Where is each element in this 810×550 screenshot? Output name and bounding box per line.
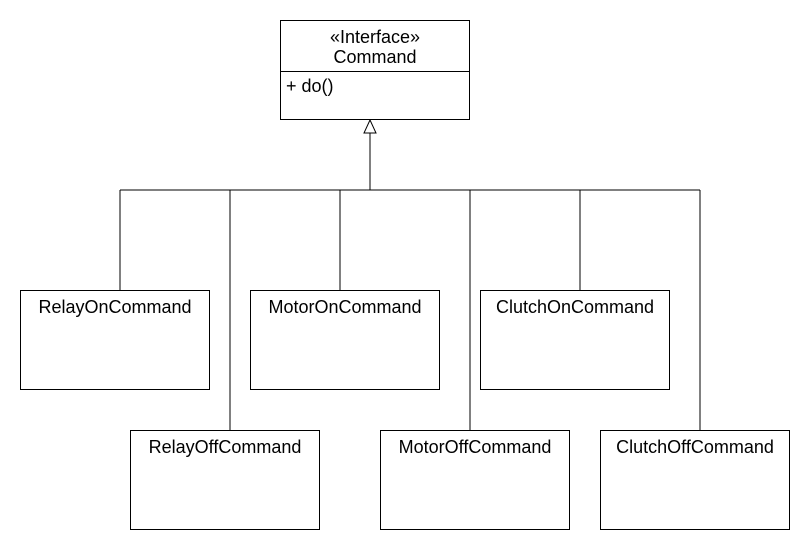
class-clutch-on-command[interactable]: ClutchOnCommand	[480, 290, 670, 390]
class-name: ClutchOnCommand	[495, 297, 655, 317]
class-clutch-off-command[interactable]: ClutchOffCommand	[600, 430, 790, 530]
interface-header: «Interface» Command	[281, 21, 469, 72]
class-motor-off-command[interactable]: MotorOffCommand	[380, 430, 570, 530]
class-relay-on-command[interactable]: RelayOnCommand	[20, 290, 210, 390]
interface-name: Command	[333, 47, 417, 67]
interface-stereotype: «Interface»	[329, 27, 421, 47]
class-relay-off-command[interactable]: RelayOffCommand	[130, 430, 320, 530]
class-name: MotorOffCommand	[398, 437, 552, 457]
realization-arrowhead	[363, 118, 377, 134]
class-name: RelayOnCommand	[38, 297, 192, 317]
class-name: MotorOnCommand	[268, 297, 422, 317]
class-motor-on-command[interactable]: MotorOnCommand	[250, 290, 440, 390]
class-name: ClutchOffCommand	[616, 437, 774, 457]
interface-operation: + do()	[286, 76, 334, 96]
class-name: RelayOffCommand	[148, 437, 302, 457]
interface-command[interactable]: «Interface» Command + do()	[280, 20, 470, 120]
